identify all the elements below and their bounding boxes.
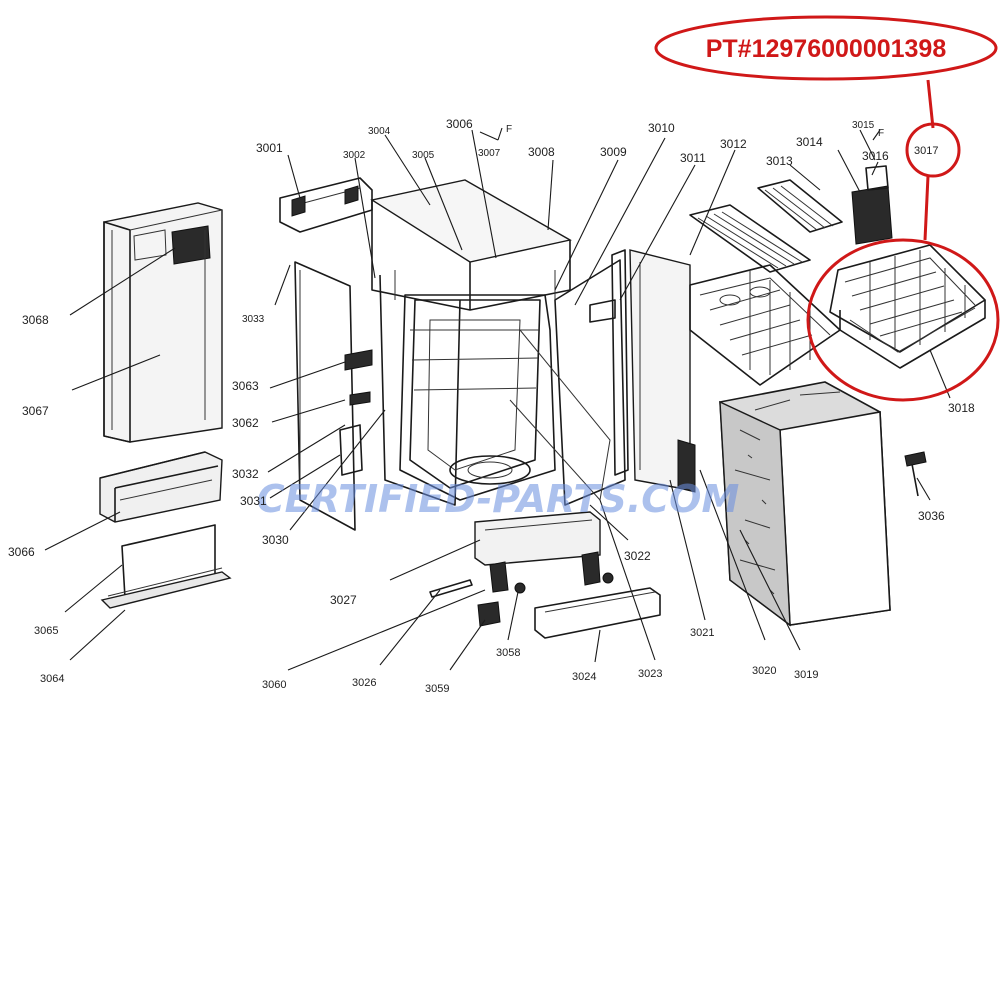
callout-label: 3030 xyxy=(262,533,289,547)
door-frame xyxy=(279,177,373,531)
callout-label: 3020 xyxy=(752,665,776,677)
callout-label: 3031 xyxy=(240,494,267,508)
callout-label: 3015 xyxy=(852,120,875,131)
callout-label: 3033 xyxy=(242,314,265,325)
callout-label: 3036 xyxy=(918,509,945,523)
callout-label: 3017 xyxy=(914,145,938,157)
callout-label: 3010 xyxy=(648,121,675,135)
callout-label: 3004 xyxy=(368,126,391,137)
callout-label: 3026 xyxy=(352,677,376,689)
callout-label: 3012 xyxy=(720,137,747,151)
callout-label: 3019 xyxy=(794,669,818,681)
callout-label: 3067 xyxy=(22,404,49,418)
callout-label: 3068 xyxy=(22,313,49,327)
callout-label: 3066 xyxy=(8,545,35,559)
callout-label: 3006 xyxy=(446,117,473,131)
callout-label: 3013 xyxy=(766,154,793,168)
lower-rack-3017 xyxy=(829,244,986,369)
callout-label: 3007 xyxy=(478,148,501,159)
right-panels xyxy=(509,249,696,506)
callout-label: 3022 xyxy=(624,549,651,563)
control-panel-parts xyxy=(429,511,661,639)
callout-label: 3065 xyxy=(34,625,58,637)
callout-label: 3023 xyxy=(638,668,662,680)
callout-label: 3001 xyxy=(256,141,283,155)
tub-cabinet xyxy=(339,179,572,506)
left-side-panel xyxy=(103,202,223,443)
callout-3017-circle xyxy=(905,122,961,178)
part-number-oval xyxy=(654,15,998,81)
callout-label: 3062 xyxy=(232,416,259,430)
callout-labels: 3001 3002 3004 3005 3006 F 3007 3008 300… xyxy=(8,117,975,695)
callout-label: 3005 xyxy=(412,150,435,161)
rack-assemblies xyxy=(689,165,893,386)
callout-label: 3016 xyxy=(862,149,889,163)
kickplate-assembly xyxy=(99,451,232,609)
callout-label: 3011 xyxy=(680,151,706,165)
callout-label: 3027 xyxy=(330,593,357,607)
lower-rack-circle xyxy=(806,238,1000,402)
screw-3036 xyxy=(904,451,927,497)
callout-label: F xyxy=(506,124,512,135)
callout-label: 3009 xyxy=(600,145,627,159)
callout-label: 3059 xyxy=(425,683,449,695)
callout-label: 3018 xyxy=(948,401,975,415)
callout-label: 3024 xyxy=(572,671,596,683)
callout-label: 3002 xyxy=(343,150,366,161)
callout-label: 3064 xyxy=(40,673,64,685)
callout-label: 3060 xyxy=(262,679,286,691)
callout-label: 3008 xyxy=(528,145,555,159)
callout-label: 3063 xyxy=(232,379,259,393)
callout-label: 3032 xyxy=(232,467,259,481)
leader-lines xyxy=(44,127,951,671)
callout-label: 3021 xyxy=(690,627,714,639)
callout-label: 3058 xyxy=(496,647,520,659)
callout-label: 3014 xyxy=(796,135,823,149)
part-number: PT#12976000001398 xyxy=(706,35,947,63)
callout-label: F xyxy=(878,128,884,139)
highlight-annotations xyxy=(654,15,1000,402)
watermark: CERTIFIED-PARTS.COM xyxy=(257,477,740,521)
